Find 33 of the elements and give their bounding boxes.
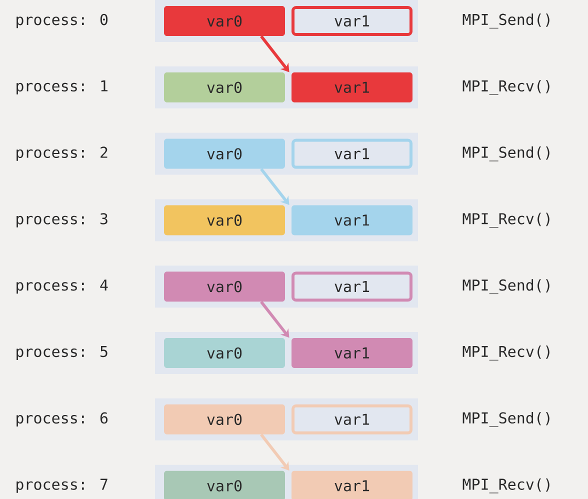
variable-box: var0 (164, 272, 285, 302)
process-label: process: 3 (16, 213, 108, 228)
variable-box: var1 (292, 338, 412, 368)
variable-box: var1 (292, 470, 412, 499)
variable-box: var0 (164, 138, 285, 169)
function-label: MPI_Send() (462, 14, 550, 28)
function-label: MPI_Send() (462, 412, 550, 427)
function-label: MPI_Recv() (462, 80, 550, 95)
function-label: MPI_Recv() (462, 212, 550, 228)
process-label: process: 4 (16, 280, 108, 294)
process-label: process: 6 (16, 412, 108, 427)
variable-box: var0 (164, 338, 285, 368)
function-label: MPI_Send() (462, 279, 550, 294)
arrow (260, 168, 290, 205)
variable-box: var0 (164, 6, 285, 36)
variable-box: var0 (164, 404, 285, 434)
process-label: process: 2 (16, 146, 108, 161)
variable-box: var1 (292, 72, 412, 102)
function-label: MPI_Recv() (462, 478, 550, 494)
variable-box: var0 (164, 205, 285, 236)
process-label: process: 0 (16, 14, 108, 28)
variable-box: var0 (164, 72, 285, 102)
variable-box: var1 (292, 205, 412, 236)
variable-box: var1 (292, 138, 412, 169)
process-label: process: 7 (16, 478, 108, 493)
process-label: process: 5 (16, 346, 108, 360)
variable-box: var0 (164, 470, 285, 499)
variable-box: var1 (292, 6, 412, 36)
variable-box: var1 (292, 272, 412, 302)
function-label: MPI_Send() (462, 146, 550, 162)
process-label: process: 1 (16, 80, 108, 94)
function-label: MPI_Recv() (462, 346, 550, 360)
variable-box: var1 (292, 404, 412, 434)
